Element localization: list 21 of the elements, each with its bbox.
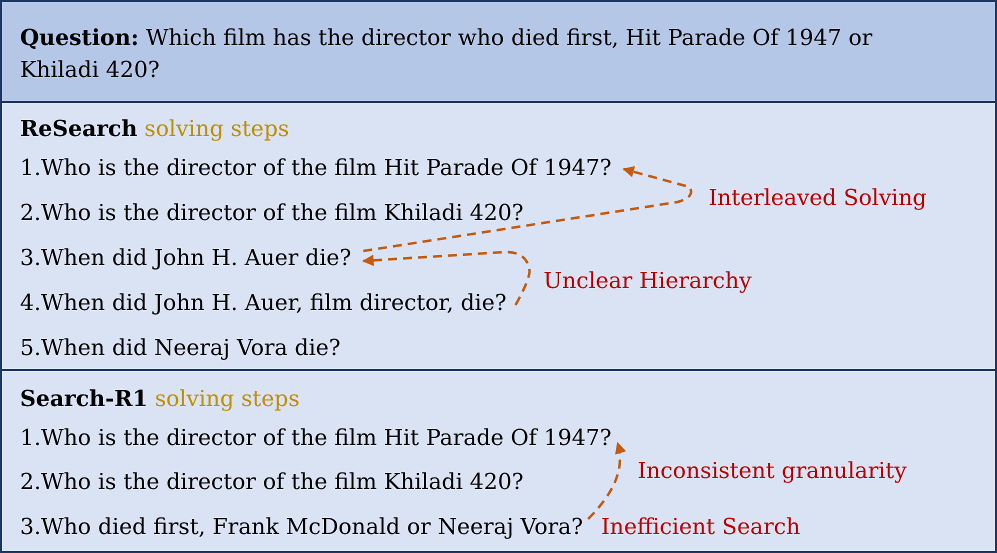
question-text: Question: Which film has the director who died first, Hit Parade Of 1947 or Khiladi 420?: [20, 24, 874, 85]
panel-heading: Search-R1 solving steps: [20, 385, 300, 414]
step-text: 1.Who is the director of the film Hit Parade Of 1947?: [20, 423, 612, 455]
question-panel: [0, 0, 997, 103]
step-text: 1.Who is the director of the film Hit Parade Of 1947?: [20, 153, 612, 185]
step-text: 2.Who is the director of the film Khiladi 420?: [20, 198, 524, 230]
annotation-text: Inefficient Search: [601, 514, 800, 542]
dashed-arrow: [587, 442, 626, 520]
step-text: 4.When did John H. Auer, film director, die?: [20, 288, 507, 320]
panel-heading: ReSearch solving steps: [20, 115, 290, 144]
steps-panel: [0, 369, 997, 553]
dashed-arrow: [362, 250, 531, 306]
dashed-arrow: [363, 166, 692, 252]
edge-label: Inconsistent granularity: [638, 458, 907, 486]
step-text: 3.Who died first, Frank McDonald or Neeraj Vora?: [20, 512, 584, 544]
step-text: 2.Who is the director of the film Khiladi 420?: [20, 467, 524, 499]
edge-label: Unclear Hierarchy: [544, 268, 752, 296]
edge-label: Interleaved Solving: [708, 185, 927, 213]
step-text: 3.When did John H. Auer die?: [20, 243, 352, 275]
steps-panel: [0, 101, 997, 371]
step-text: 5.When did Neeraj Vora die?: [20, 333, 341, 365]
